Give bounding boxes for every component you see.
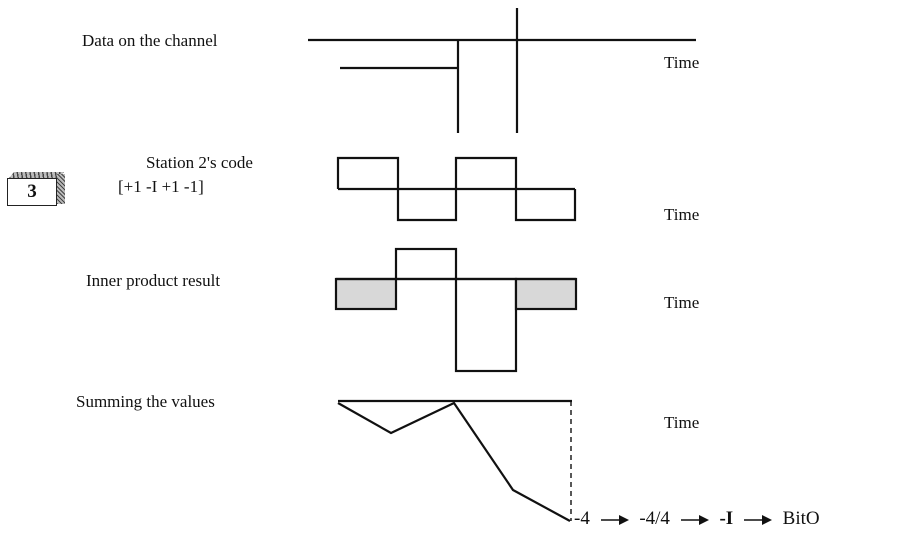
time-label-row3: Time — [664, 293, 700, 312]
row-label-inner-product: Inner product result — [86, 271, 221, 290]
result-value: -I — [719, 508, 734, 529]
result-sum: -4 — [574, 508, 590, 529]
arrow-icon — [680, 514, 709, 525]
time-label-row1: Time — [664, 53, 700, 72]
result-chain: -4 -4/4 -I BitO — [574, 508, 820, 530]
inner-product-bar-1 — [334, 277, 398, 311]
result-bit: BitO — [782, 508, 820, 529]
time-label-row4: Time — [664, 413, 700, 432]
step-number: 3 — [27, 181, 37, 202]
time-label-row2: Time — [664, 205, 700, 224]
row-label-code-vector: [+1 -I +1 -1] — [118, 177, 204, 196]
result-divide: -4/4 — [639, 508, 670, 529]
sum-curve — [337, 401, 571, 522]
code-waveform — [336, 156, 577, 222]
row-label-data-channel: Data on the channel — [82, 31, 218, 50]
step-box-side-shade — [57, 174, 65, 204]
inner-product-bar-2 — [394, 247, 458, 281]
step-box-face: 3 — [7, 178, 57, 206]
arrow-icon — [743, 514, 772, 525]
arrow-icon — [600, 514, 629, 525]
inner-product-bar-4 — [514, 277, 578, 311]
row-label-station-code: Station 2's code — [146, 153, 253, 172]
step-number-box: 3 — [7, 172, 67, 208]
inner-product-bar-3 — [454, 277, 518, 373]
row-label-summing: Summing the values — [76, 392, 215, 411]
